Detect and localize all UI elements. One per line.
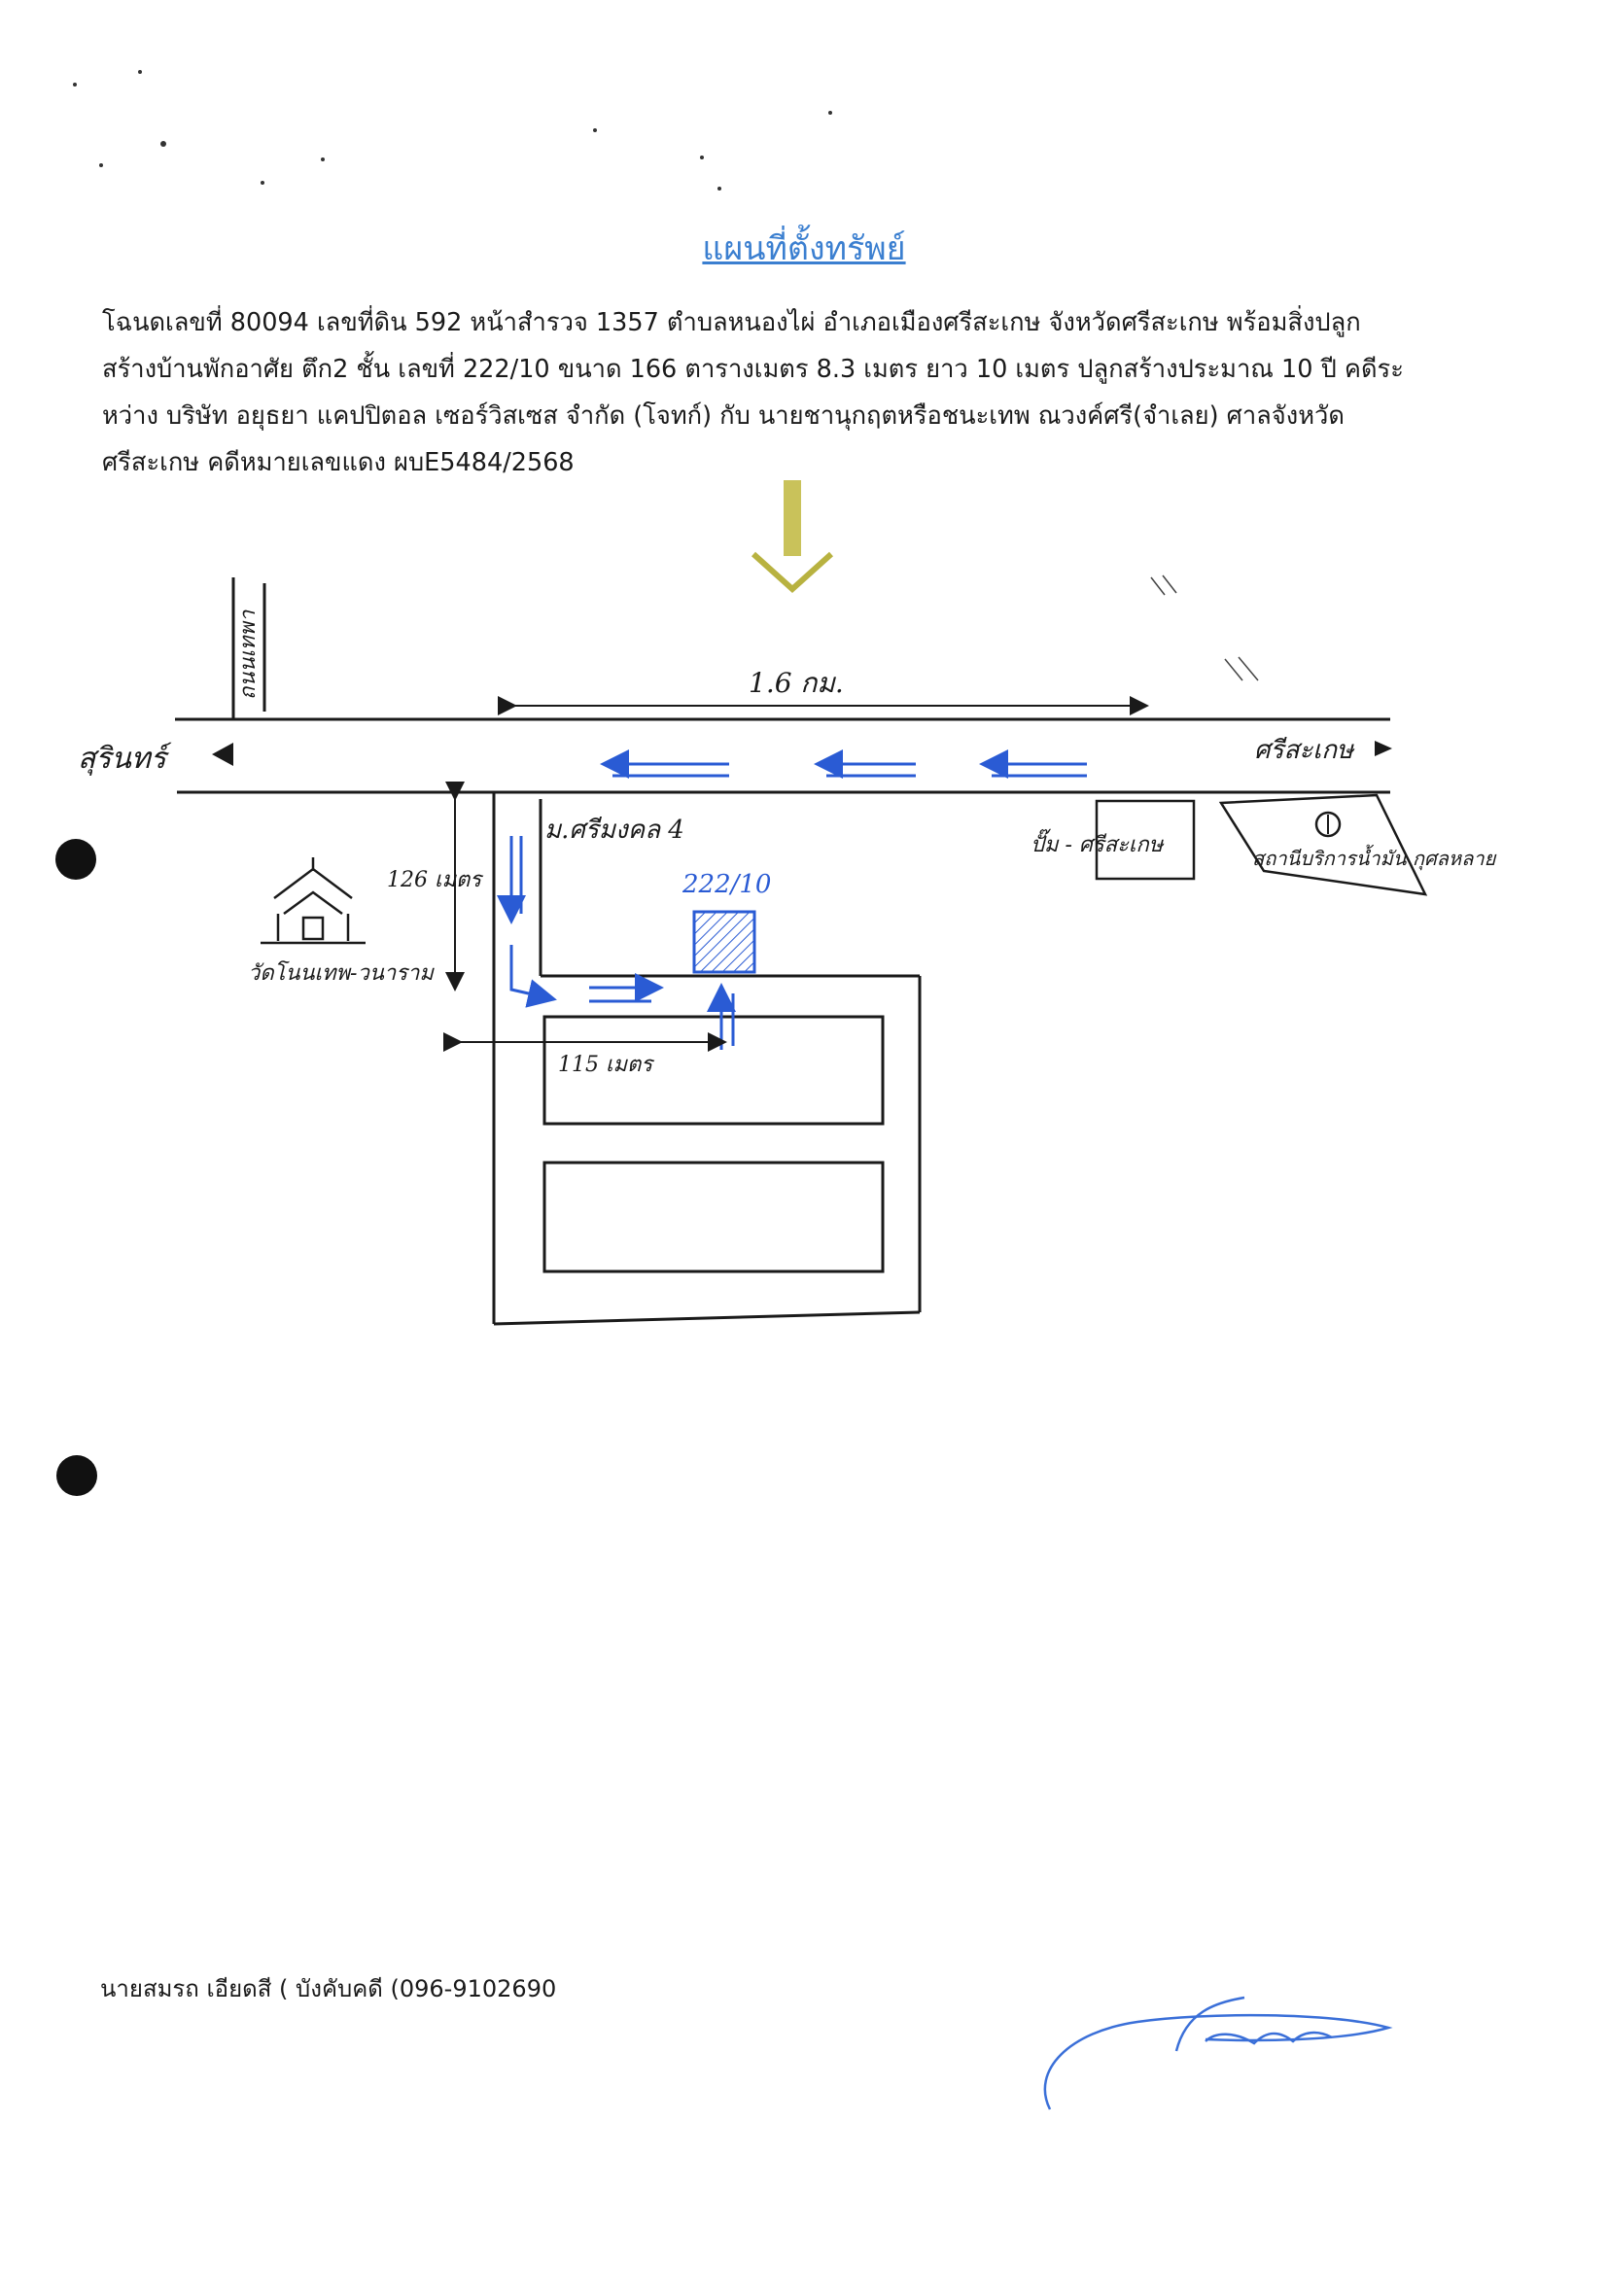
description-line: ศรีสะเกษ คดีหมายเลขแดง ผบE5484/2568 bbox=[102, 448, 575, 477]
signature-icon bbox=[1043, 1996, 1393, 2110]
horizontal-dimension: 115 เมตร bbox=[443, 1032, 727, 1077]
vertical-distance-label: 126 เมตร bbox=[387, 868, 484, 892]
distance-marker: 1.6 กม. bbox=[498, 667, 1149, 715]
vertical-dimension: 126 เมตร bbox=[387, 782, 484, 991]
punch-hole bbox=[56, 1455, 97, 1496]
soi-road bbox=[492, 792, 922, 1326]
property-marker: 222/10 bbox=[682, 870, 771, 974]
land-block bbox=[542, 1015, 885, 1126]
temple-label: วัดโนนเทพ-วนาราม bbox=[248, 960, 435, 986]
side-road-north: ถนนเทพา bbox=[231, 577, 266, 719]
description-line: หว่าง บริษัท อยุธยา แคปปิตอล เซอร์วิสเซส… bbox=[102, 401, 1345, 431]
main-road bbox=[175, 717, 1390, 794]
land-block bbox=[542, 1161, 885, 1273]
down-arrow-icon bbox=[751, 480, 834, 594]
property-description: โฉนดเลขที่ 80094 เลขที่ดิน 592 หน้าสำรวจ… bbox=[102, 299, 1483, 486]
scan-speck bbox=[828, 111, 832, 115]
scan-speck bbox=[700, 156, 704, 159]
right-arrow-icon bbox=[1375, 741, 1392, 756]
horizontal-distance-label: 115 เมตร bbox=[558, 1053, 655, 1077]
left-arrow-icon bbox=[212, 743, 233, 766]
scan-speck bbox=[160, 141, 166, 147]
right-destination-label: ศรีสะเกษ bbox=[1254, 736, 1355, 765]
punch-hole bbox=[55, 839, 96, 880]
scan-speck bbox=[99, 163, 103, 167]
scan-speck bbox=[73, 83, 77, 87]
shop-landmark: ปั๊ม - ศรีสะเกษ bbox=[1031, 799, 1196, 881]
traffic-direction-arrows bbox=[600, 749, 1087, 779]
distance-label: 1.6 กม. bbox=[749, 667, 844, 699]
soi-name-label: ม.ศรีมงคล 4 bbox=[544, 816, 684, 845]
shop-label: ปั๊ม - ศรีสะเกษ bbox=[1031, 828, 1165, 857]
scan-speck bbox=[717, 187, 721, 191]
scan-marks bbox=[1150, 574, 1259, 681]
gas-station-landmark: สถานีบริการน้ำมัน กุศลหลาย bbox=[1218, 793, 1497, 896]
scan-speck bbox=[138, 70, 142, 74]
description-line: โฉนดเลขที่ 80094 เลขที่ดิน 592 หน้าสำรวจ… bbox=[102, 308, 1361, 337]
document-title: แผนที่ตั้งทรัพย์ bbox=[702, 229, 906, 268]
scan-speck bbox=[593, 128, 597, 132]
temple-icon bbox=[261, 857, 366, 945]
side-road-label: ถนนเทพา bbox=[236, 609, 261, 700]
gas-station-label: สถานีบริการน้ำมัน กุศลหลาย bbox=[1252, 844, 1497, 871]
left-destination-label: สุรินทร์ bbox=[78, 742, 172, 776]
contact-line: นายสมรถ เอียดสี ( บังคับคดี (096-9102690 bbox=[100, 1975, 557, 2002]
scan-speck bbox=[261, 181, 264, 185]
description-line: สร้างบ้านพักอาศัย ตึก2 ชั้น เลขที่ 222/1… bbox=[102, 355, 1404, 384]
house-number-label: 222/10 bbox=[682, 870, 771, 899]
gas-station-icon bbox=[1314, 811, 1342, 838]
scan-speck bbox=[321, 157, 325, 161]
